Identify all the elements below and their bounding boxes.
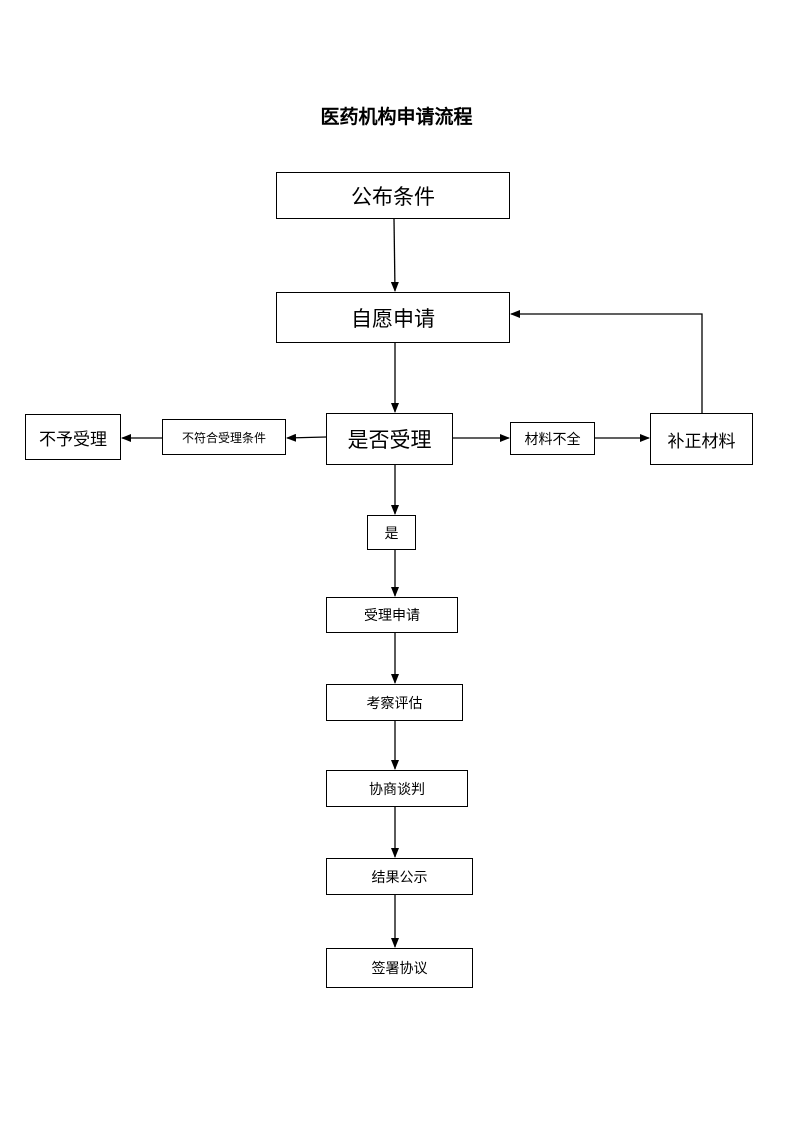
node-process-application: 受理申请 bbox=[326, 597, 458, 633]
node-accept-decision: 是否受理 bbox=[326, 413, 453, 465]
diagram-title: 医药机构申请流程 bbox=[320, 106, 473, 128]
node-supplement-materials: 补正材料 bbox=[650, 413, 753, 465]
node-not-accepted: 不予受理 bbox=[25, 414, 121, 460]
label-incomplete-materials: 材料不全 bbox=[510, 422, 595, 455]
arrow-accept-to-notmeet bbox=[286, 433, 327, 442]
node-negotiation: 协商谈判 bbox=[326, 770, 468, 807]
arrow-announce-to-apply bbox=[390, 218, 399, 292]
arrow-supplement-to-apply bbox=[510, 310, 703, 413]
node-sign-agreement: 签署协议 bbox=[326, 948, 473, 988]
node-announce-conditions: 公布条件 bbox=[276, 172, 510, 219]
node-evaluation: 考察评估 bbox=[326, 684, 463, 721]
label-not-meeting-conditions: 不符合受理条件 bbox=[162, 419, 286, 455]
node-result-publication: 结果公示 bbox=[326, 858, 473, 895]
label-yes: 是 bbox=[367, 515, 416, 550]
node-voluntary-application: 自愿申请 bbox=[276, 292, 510, 343]
